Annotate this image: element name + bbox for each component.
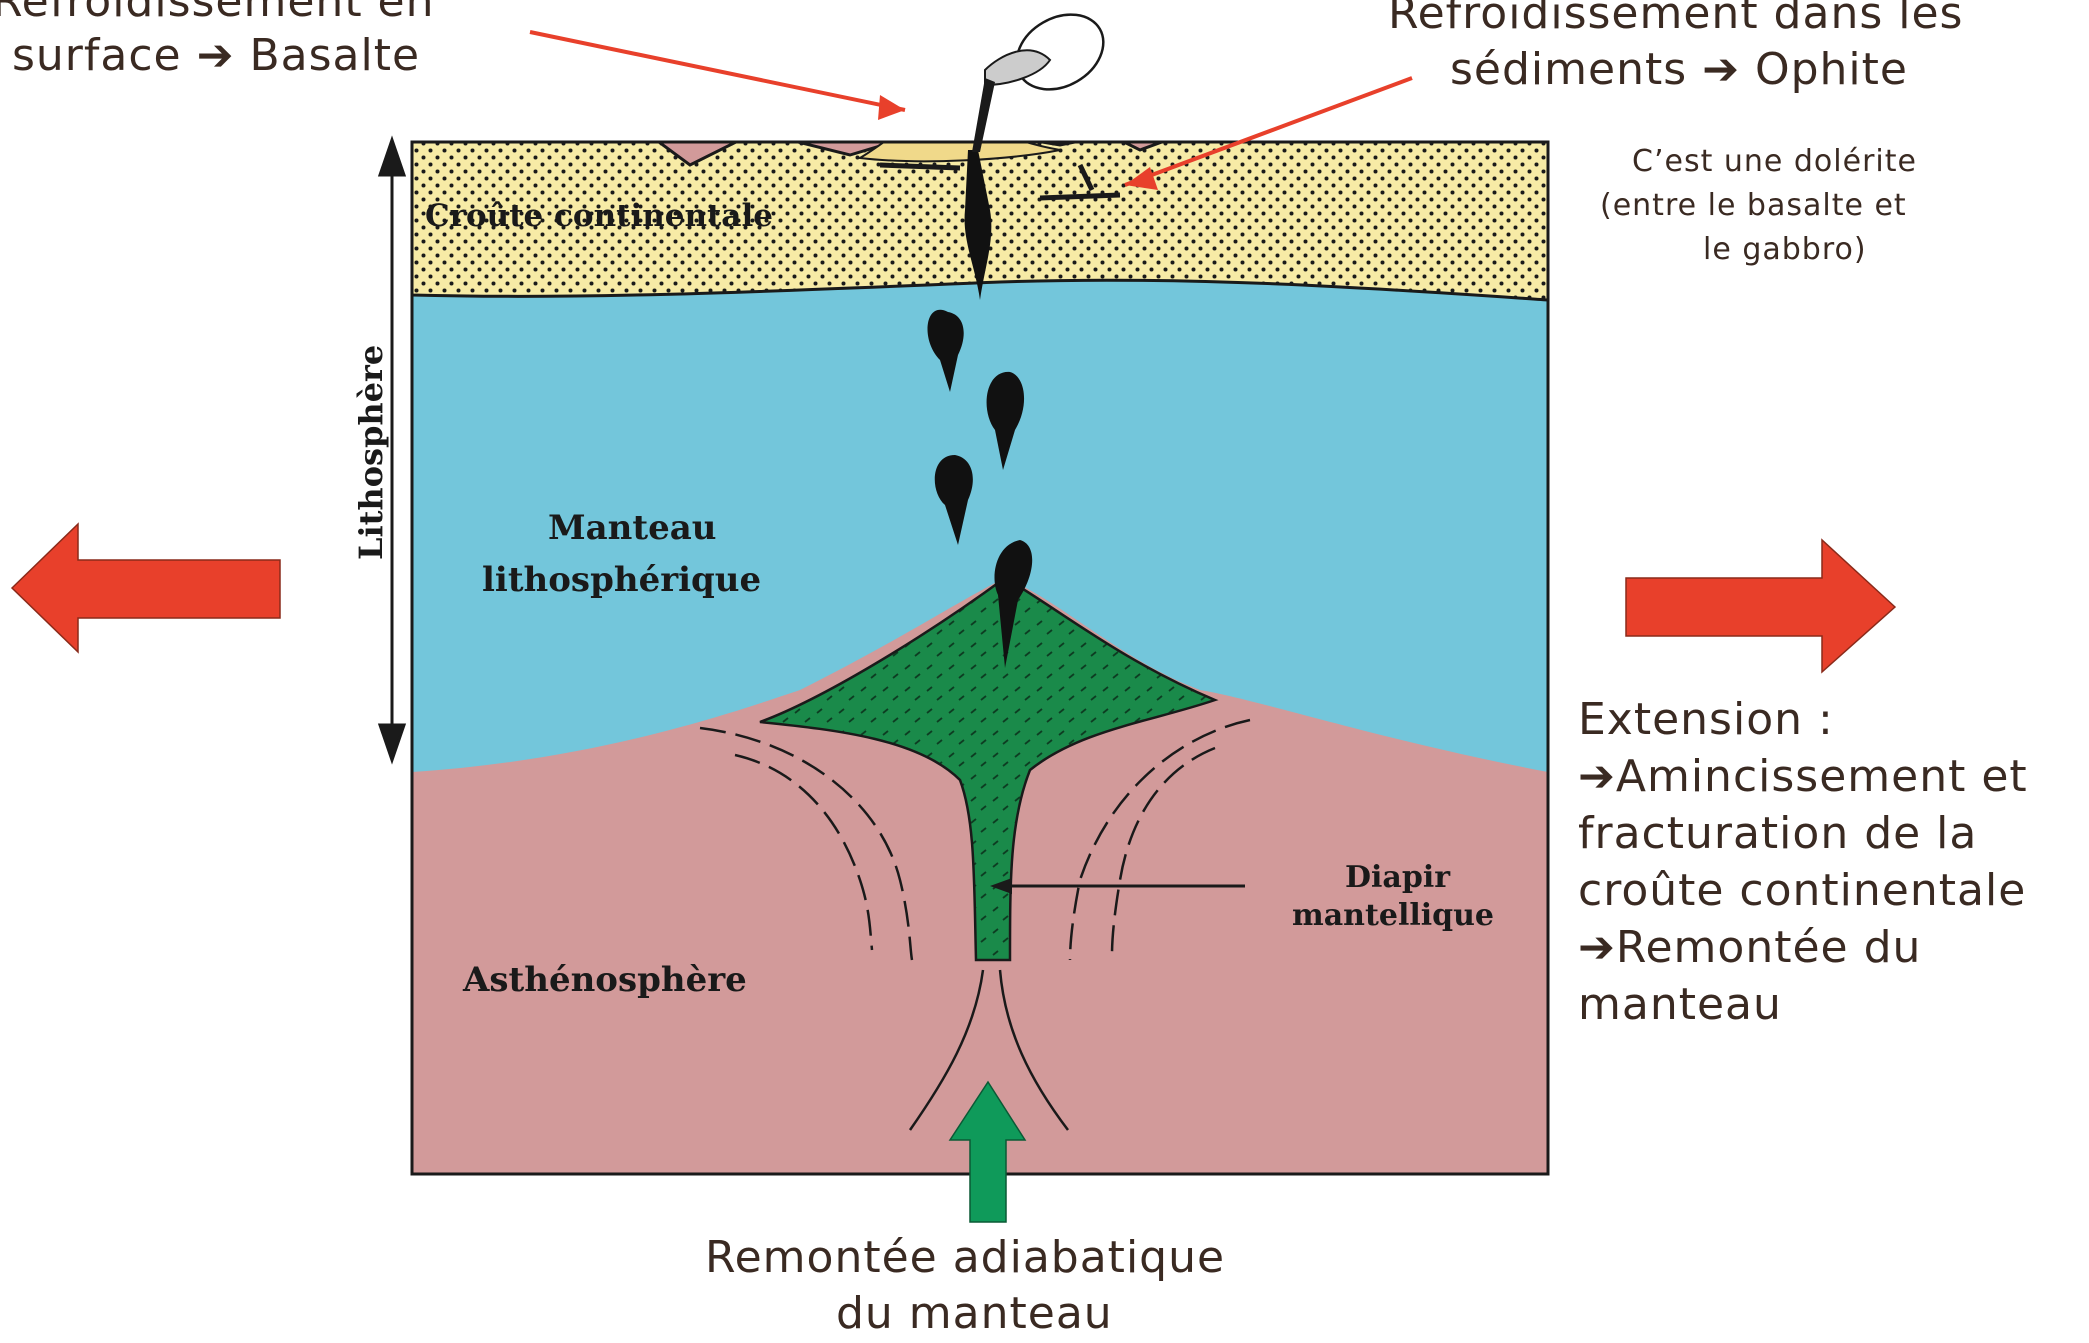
label-diapir-2: mantellique xyxy=(1292,898,1494,933)
caption-extension-5: ➔Remontée du xyxy=(1578,922,1921,974)
caption-dolerite-3: le gabbro) xyxy=(1703,228,1867,271)
extension-arrow-right xyxy=(1626,540,1895,672)
label-diapir-1: Diapir xyxy=(1345,860,1450,895)
label-croute: Croûte continentale xyxy=(425,198,773,234)
caption-extension-1: Extension : xyxy=(1578,694,1834,746)
caption-adiabatique-1: Remontée adiabatique xyxy=(705,1232,1225,1284)
extension-arrow-left xyxy=(12,524,280,652)
label-manteau-2: lithosphérique xyxy=(482,560,761,600)
caption-extension-6: manteau xyxy=(1578,979,1782,1031)
caption-adiabatique-2: du manteau xyxy=(836,1288,1113,1340)
caption-basalte-2: surface ➔ Basalte xyxy=(12,30,420,82)
caption-extension-4: croûte continentale xyxy=(1578,865,2026,917)
label-lithosphere: Lithosphère xyxy=(352,345,390,560)
label-asthenosphere: Asthénosphère xyxy=(463,960,747,1000)
caption-extension-3: fracturation de la xyxy=(1578,808,1977,860)
caption-ophite-2: sédiments ➔ Ophite xyxy=(1450,44,1908,96)
volcano-cone xyxy=(860,110,1060,161)
caption-ophite-1: Refroidissement dans les xyxy=(1388,0,1963,40)
caption-extension-2: ➔Amincissement et xyxy=(1578,751,2028,803)
caption-basalte-1: Refroidissement en xyxy=(0,0,435,28)
label-manteau-1: Manteau xyxy=(548,508,716,548)
caption-dolerite-1: C’est une dolérite xyxy=(1632,140,1917,183)
caption-dolerite-2: (entre le basalte et xyxy=(1600,184,1907,227)
